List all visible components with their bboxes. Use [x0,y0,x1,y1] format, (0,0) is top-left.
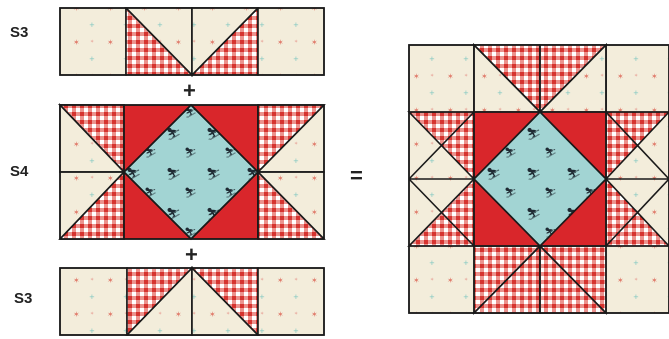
finished-block [409,45,669,313]
row-s3-top [60,8,324,75]
equals-sign: = [350,163,363,188]
row-label-s3-top: S3 [10,24,28,41]
row-label-s3-bottom: S3 [14,290,32,307]
row-label-s4: S4 [10,163,29,180]
row-s4-middle [60,105,324,239]
plus-sign-top: + [183,78,196,103]
plus-sign-bottom: + [185,242,198,267]
row-s3-bottom [60,268,324,335]
